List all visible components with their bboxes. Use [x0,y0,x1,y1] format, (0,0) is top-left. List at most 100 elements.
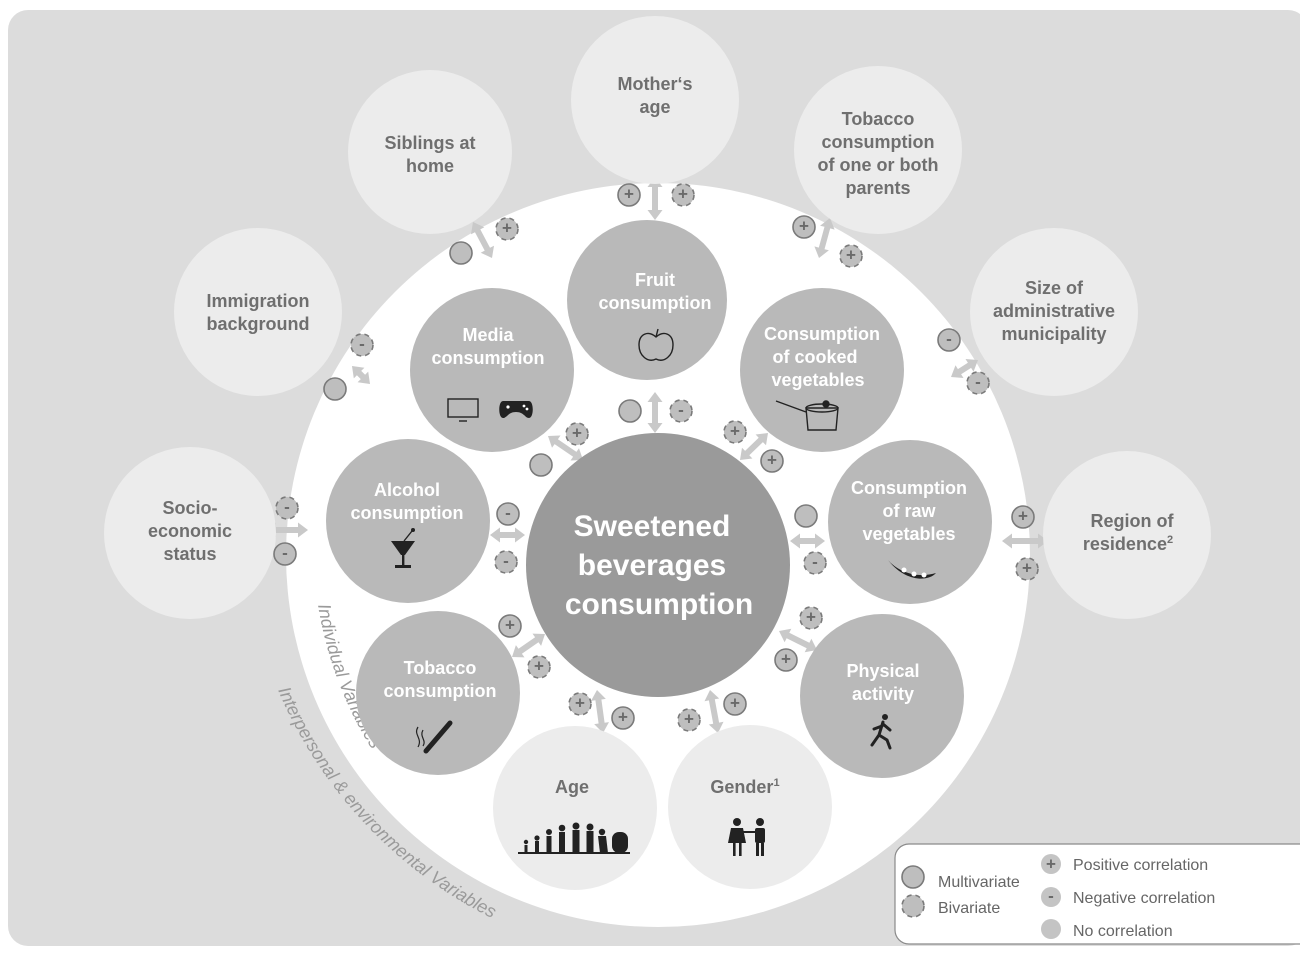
arrow-16 [704,690,724,733]
env-region-line1: Region of [1091,511,1175,531]
legend-bivariate-marker [901,894,925,918]
marker-sign: - [284,498,290,517]
ind-node-raw: Consumption of raw vegetables [828,440,992,604]
env-municipality-line1: Size of [1025,278,1084,298]
marker-sign: + [534,657,544,676]
marker-circle [273,542,297,566]
marker-circle [1011,505,1035,529]
legend-bivariate-label: Bivariate [938,900,1000,917]
marker-circle [723,692,747,716]
env-parents-line2: consumption [822,132,935,152]
marker-sign: + [684,710,694,729]
marker-sign: - [359,335,365,354]
ind-node-media: Media consumption [410,288,574,452]
correlation-marker-m15 [618,399,642,423]
arrow-15 [591,690,609,733]
marker-circle [677,708,701,732]
marker-circle [774,648,798,672]
apple-icon [638,328,674,361]
arrow-2 [471,222,494,258]
marker-circle [803,551,827,575]
env-node-ses: Socio- economic status [104,447,276,619]
legend-positive-marker [1041,854,1061,874]
ind-node-cooked: Consumption of cooked vegetables [740,288,904,452]
marker-sign: + [575,694,585,713]
marker-sign: + [730,422,740,441]
runner-icon [870,714,892,750]
correlation-marker-m2: + [671,183,695,207]
env-siblings-line2: home [406,156,454,176]
env-node-mother: Mother‘s age [571,16,739,184]
correlation-marker-m7: - [350,333,374,357]
marker-circle [792,215,816,239]
correlation-marker-m23 [794,504,818,528]
env-parents-line3: of one or both [818,155,939,175]
ind-fruit-line1: Fruit [635,270,675,290]
marker-sign: + [806,608,816,627]
boy-girl-icon [728,818,765,856]
marker-circle [671,183,695,207]
marker-sign: + [678,185,688,204]
env-immigration-line1: Immigration [206,291,309,311]
correlation-marker-m31: + [677,708,701,732]
correlation-marker-m27: + [799,606,823,630]
arrow-3 [814,218,835,258]
marker-sign: - [946,330,952,349]
env-mother-line2: age [639,97,670,117]
marker-sign: - [503,552,509,571]
ind-tobacco-line2: consumption [384,681,497,701]
cigarette-icon [415,720,453,754]
marker-sign: + [846,246,856,265]
marker-circle [350,333,374,357]
correlation-marker-m21: - [496,502,520,526]
center-line2: beverages [578,549,726,582]
legend-negative-label: Negative correlation [1073,890,1215,907]
correlation-marker-m6: + [839,244,863,268]
marker-sign: + [730,694,740,713]
marker-circle [529,453,553,477]
arrow-14 [779,628,817,653]
marker-circle [618,399,642,423]
env-node-immigration: Immigration background [174,228,342,396]
marker-circle [323,377,347,401]
correlation-marker-m30: + [611,706,635,730]
env-node-age: Age [493,726,657,890]
marker-sign: - [975,373,981,392]
correlation-marker-m13: + [1011,505,1035,529]
correlation-marker-m17: + [565,422,589,446]
ind-physical-line2: activity [852,684,914,704]
marker-circle [966,371,990,395]
correlation-marker-m10: - [966,371,990,395]
center-line3: consumption [565,588,753,621]
arrow-9 [548,435,583,461]
marker-circle [565,422,589,446]
marker-sign: + [505,616,515,635]
correlation-marker-m11: - [275,496,299,520]
correlation-marker-m26: + [527,655,551,679]
env-siblings-line1: Siblings at [384,133,475,153]
env-gender-superscript: 1 [773,777,779,789]
correlation-marker-m25: + [498,614,522,638]
arrow-6 [266,522,308,538]
env-immigration-line2: background [206,314,309,334]
marker-circle [839,244,863,268]
correlation-marker-m9: - [937,328,961,352]
marker-circle [496,502,520,526]
pot-icon [775,400,839,431]
correlation-marker-m1: + [617,183,641,207]
legend-plus-sign: + [1046,855,1056,874]
marker-sign: + [1022,559,1032,578]
tv-gamepad-icon [447,398,533,422]
ind-media-line1: Media [462,325,514,345]
marker-sign: + [618,708,628,727]
ind-node-tobacco: Tobacco consumption [356,611,520,775]
ind-alcohol-line2: consumption [351,503,464,523]
ind-node-fruit: Fruit consumption [567,220,727,380]
env-parents-line4: parents [845,178,910,198]
marker-circle [495,217,519,241]
ind-raw-line3: vegetables [862,524,955,544]
env-node-gender: Gender1 [668,725,832,889]
ind-raw-line1: Consumption [851,478,967,498]
